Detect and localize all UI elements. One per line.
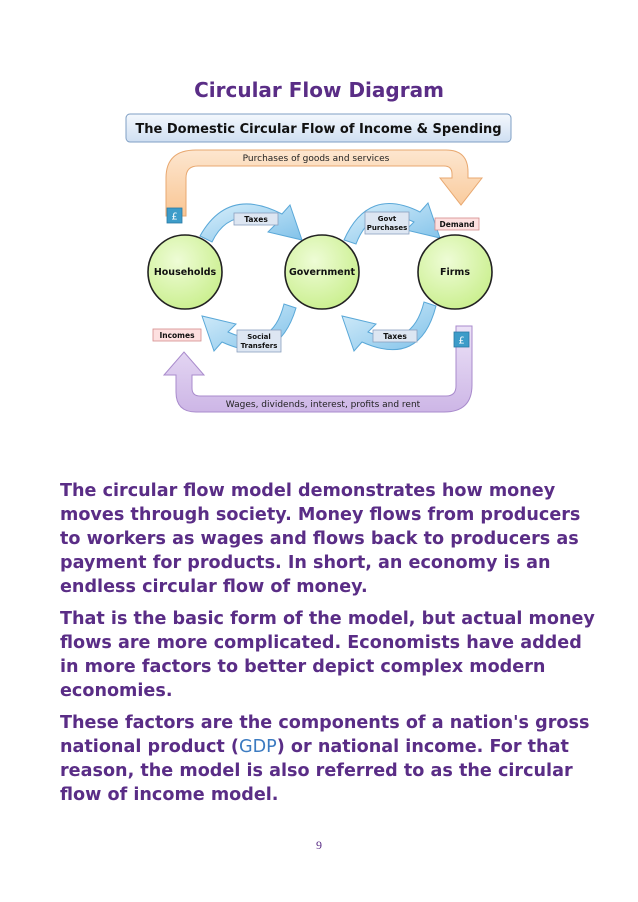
pound-right-icon: £	[458, 336, 464, 347]
pound-left-box: £	[166, 207, 183, 224]
banner-text: The Domestic Circular Flow of Income & S…	[135, 122, 501, 137]
social-transfers-label-line1: Social	[247, 333, 271, 341]
taxes-top-box: Taxes	[233, 212, 279, 226]
wages-arrow: Wages, dividends, interest, profits and …	[162, 325, 473, 413]
pound-left-icon: £	[171, 212, 177, 223]
govt-purchases-label-line2: Purchases	[367, 224, 408, 232]
demand-box: Demand	[434, 217, 480, 231]
paragraph-1: The circular flow model demonstrates how…	[60, 481, 581, 597]
social-transfers-label-line2: Transfers	[241, 342, 278, 350]
demand-label: Demand	[440, 220, 475, 229]
incomes-label: Incomes	[159, 331, 195, 340]
circular-flow-diagram: The Domestic Circular Flow of Income & S…	[125, 113, 512, 413]
government-label: Government	[289, 267, 356, 278]
body-text: The circular flow model demonstrates how…	[60, 479, 600, 815]
gdp-link[interactable]: GDP	[238, 737, 277, 757]
govt-purchases-box: Govt Purchases	[364, 211, 410, 235]
diagram-banner: The Domestic Circular Flow of Income & S…	[125, 113, 512, 143]
paragraph-3-end: ) or national income. For that reason, t…	[60, 737, 573, 805]
paragraph-3: These factors are the components of a na…	[60, 711, 600, 807]
paragraph-3-start: These factors are the components of a na…	[60, 713, 590, 757]
firms-node: Firms	[417, 234, 493, 310]
taxes-bottom-label: Taxes	[383, 332, 407, 341]
page-number: 9	[316, 838, 322, 852]
firms-to-government-arrow	[341, 301, 437, 352]
taxes-top-label: Taxes	[244, 215, 268, 224]
purchases-arrow: Purchases of goods and services	[165, 149, 484, 217]
paragraph-2: That is the basic form of the model, but…	[60, 609, 595, 701]
purchases-label: Purchases of goods and services	[243, 154, 390, 164]
firms-label: Firms	[440, 267, 470, 278]
households-label: Households	[154, 267, 217, 278]
taxes-bottom-box: Taxes	[372, 329, 418, 343]
incomes-box: Incomes	[152, 328, 202, 342]
pound-right-box: £	[453, 331, 470, 348]
government-node: Government	[284, 234, 360, 310]
page-title: Circular Flow Diagram	[194, 78, 444, 102]
households-node: Households	[147, 234, 223, 310]
govt-purchases-label-line1: Govt	[378, 215, 397, 223]
social-transfers-box: Social Transfers	[236, 329, 282, 353]
wages-label: Wages, dividends, interest, profits and …	[226, 400, 421, 410]
